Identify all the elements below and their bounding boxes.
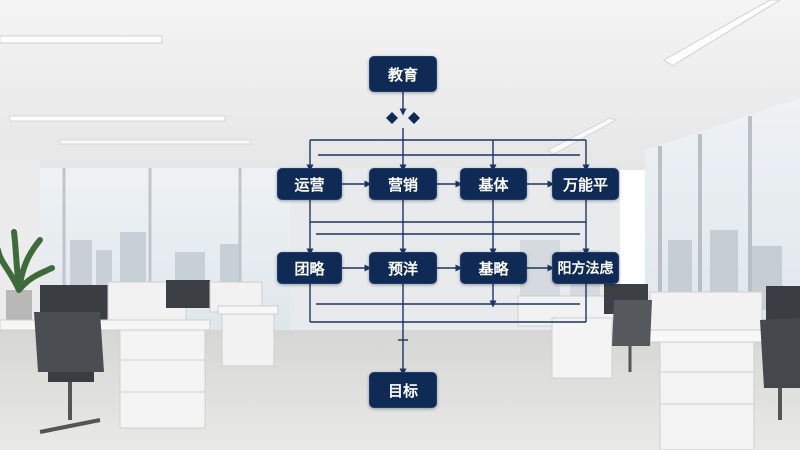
- node-row1-2: 营销: [369, 168, 437, 200]
- node-label: 目标: [387, 381, 418, 400]
- node-label: 基略: [478, 259, 509, 278]
- node-label: 教育: [387, 65, 418, 84]
- node-row2-2: 预洋: [369, 252, 437, 284]
- node-row2-4: 阳方法虑: [552, 252, 619, 284]
- decision-diamond-right: [408, 112, 420, 124]
- node-label: 团略: [294, 259, 325, 278]
- node-row1-3: 基体: [460, 168, 527, 200]
- node-label: 预洋: [387, 259, 418, 278]
- node-row2-3: 基略: [460, 252, 527, 284]
- decision-diamond-left: [386, 112, 398, 124]
- node-label: 基体: [478, 175, 509, 194]
- node-label: 阳方法虑: [557, 261, 614, 277]
- node-label: 营销: [387, 175, 418, 194]
- node-label: 万能平: [562, 175, 608, 194]
- node-row1-1: 运营: [277, 168, 342, 200]
- node-label: 运营: [294, 175, 325, 194]
- node-bottom-goal: 目标: [369, 372, 437, 408]
- node-row1-4: 万能平: [552, 168, 619, 200]
- node-top-education: 教育: [369, 56, 437, 92]
- node-row2-1: 团略: [277, 252, 342, 284]
